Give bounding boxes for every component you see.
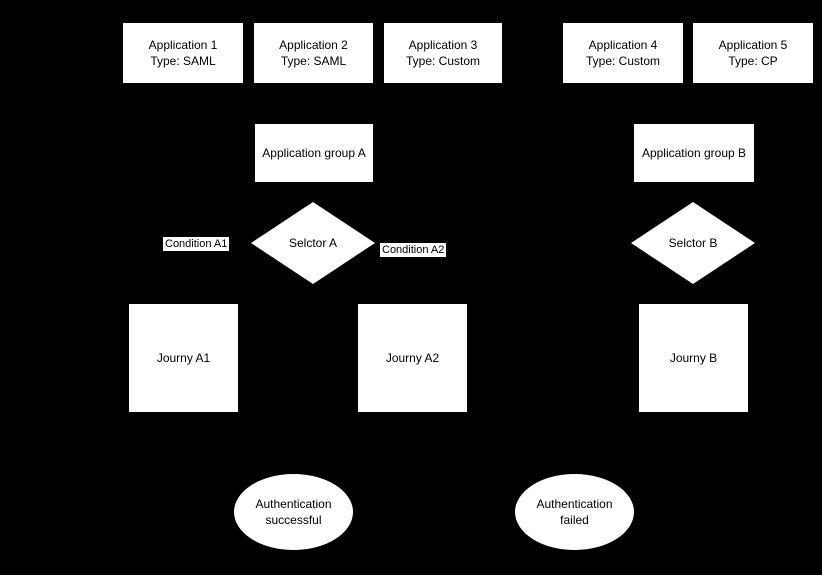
node-label: Application 4 Type: Custom	[563, 37, 683, 69]
application-name: Application 2	[279, 38, 348, 52]
node-journey-a1[interactable]: Journy A1	[129, 304, 238, 412]
node-label: Application 2 Type: SAML	[254, 37, 373, 69]
node-label: Journy A2	[385, 351, 440, 365]
node-label: Application 5 Type: CP	[693, 37, 813, 69]
node-authentication-failed[interactable]: Authentication failed	[515, 474, 634, 550]
node-label: Application group B	[641, 146, 747, 160]
node-selector-b-diamond[interactable]: Selctor B	[631, 202, 755, 284]
node-application-4[interactable]: Application 4 Type: Custom	[563, 23, 683, 83]
node-label: Authentication successful	[255, 497, 332, 527]
node-label: Application group A	[262, 146, 366, 160]
application-type: Type: CP	[728, 54, 778, 68]
node-label: Selctor A	[288, 236, 338, 250]
application-name: Application 3	[408, 38, 478, 52]
application-type: Type: Custom	[585, 54, 661, 68]
node-label: Journy A1	[156, 351, 211, 365]
node-journey-b[interactable]: Journy B	[639, 304, 748, 412]
application-name: Application 1	[148, 38, 218, 52]
application-name: Application 5	[718, 38, 788, 52]
node-authentication-successful[interactable]: Authentication successful	[234, 474, 353, 550]
application-type: Type: Custom	[405, 54, 481, 68]
application-name: Application 4	[588, 38, 658, 52]
application-type: Type: SAML	[150, 54, 216, 68]
node-application-group-a[interactable]: Application group A	[255, 124, 373, 182]
node-journey-a2[interactable]: Journy A2	[358, 304, 467, 412]
node-application-2[interactable]: Application 2 Type: SAML	[254, 23, 373, 83]
node-label: Authentication failed	[536, 497, 613, 527]
node-selector-a-diamond[interactable]: Selctor A	[251, 202, 375, 284]
node-application-3[interactable]: Application 3 Type: Custom	[384, 23, 502, 83]
node-application-1[interactable]: Application 1 Type: SAML	[123, 23, 243, 83]
edge-label-condition-a2[interactable]: Condition A2	[380, 243, 447, 257]
node-application-5[interactable]: Application 5 Type: CP	[693, 23, 813, 83]
node-label: Journy B	[669, 351, 718, 365]
node-label: Application 1 Type: SAML	[123, 37, 243, 69]
application-type: Type: SAML	[280, 54, 347, 68]
node-label: Selctor B	[668, 236, 718, 250]
edge-label-condition-a1[interactable]: Condition A1	[163, 237, 230, 251]
node-application-group-b[interactable]: Application group B	[634, 124, 754, 182]
node-label: Application 3 Type: Custom	[384, 37, 502, 69]
